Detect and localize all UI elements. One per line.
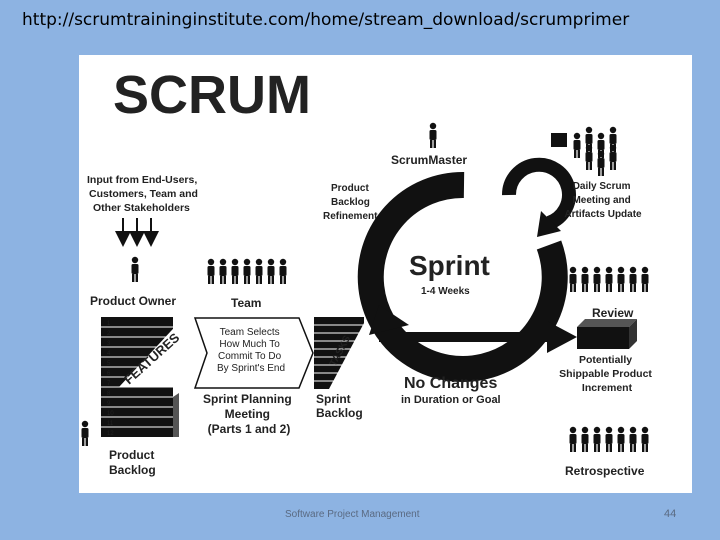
product-owner-small-icon [81, 420, 89, 446]
svg-text:7: 7 [107, 381, 111, 387]
diagram-title: SCRUM [113, 65, 311, 125]
svg-text:6: 6 [107, 371, 111, 377]
team-icon [207, 258, 287, 284]
daily-scrum-label: Daily Scrum Meeting and Artifacts Update [564, 181, 642, 220]
svg-text:4: 4 [107, 351, 111, 357]
product-owner-icon [131, 256, 139, 282]
sprint-cycle [357, 157, 576, 382]
svg-text:1: 1 [107, 321, 111, 327]
increment-label: Potentially Shippable Product Increment [559, 354, 655, 394]
svg-text:12: 12 [107, 431, 114, 437]
product-backlog-label: Product Backlog [109, 448, 158, 477]
sprint-label: Sprint [409, 250, 490, 281]
sprint-duration: 1-4 Weeks [421, 286, 470, 297]
no-changes-sub: in Duration or Goal [401, 394, 501, 406]
team-label: Team [231, 296, 261, 310]
product-backlog-stack: 1 2 3 4 5 6 7 8 9 10 11 12 FEATURES [101, 317, 184, 437]
team-selects-text: Team Selects How Much To Commit To Do By… [217, 327, 285, 374]
footer-text: Software Project Management [285, 509, 420, 520]
scrum-diagram-panel: SCRUM Input from End-Users, Customers, T… [79, 55, 692, 493]
input-arrows [115, 218, 159, 247]
svg-text:3: 3 [107, 341, 111, 347]
sprint-output-arrow [379, 321, 577, 353]
url-title: http://scrumtraininginstitute.com/home/s… [22, 10, 630, 30]
svg-text:5: 5 [107, 361, 111, 367]
review-icon [569, 266, 649, 292]
svg-text:2: 2 [107, 331, 111, 337]
product-owner-label: Product Owner [90, 294, 176, 308]
no-changes-label: No Changes [404, 375, 497, 392]
scrum-master-label: ScrumMaster [391, 153, 467, 167]
scrum-diagram: SCRUM Input from End-Users, Customers, T… [81, 65, 655, 478]
retrospective-label: Retrospective [565, 464, 645, 478]
page-number: 44 [664, 508, 677, 520]
sprint-backlog-stack: TASKS [314, 317, 364, 389]
daily-scrum-icon [551, 126, 617, 176]
input-label: Input from End-Users, Customers, Team an… [87, 174, 201, 214]
increment-icon [577, 319, 637, 349]
svg-text:9: 9 [107, 401, 111, 407]
svg-text:10: 10 [107, 411, 114, 417]
sprint-backlog-label: Sprint Backlog [316, 392, 363, 420]
review-label: Review [592, 306, 634, 320]
team-selects-arrow [193, 317, 314, 389]
sprint-planning-label: Sprint Planning Meeting (Parts 1 and 2) [203, 392, 295, 436]
retrospective-icon [569, 426, 649, 452]
svg-text:8: 8 [107, 391, 111, 397]
svg-text:11: 11 [107, 421, 114, 427]
scrum-master-icon [429, 122, 437, 148]
refinement-label: Product Backlog Refinement [323, 183, 378, 222]
